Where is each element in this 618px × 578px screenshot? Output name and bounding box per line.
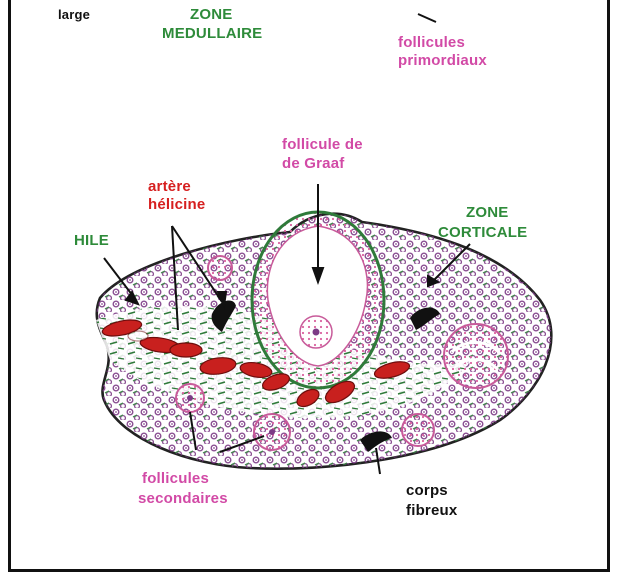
label-corps-fibreux-2: fibreux: [406, 502, 457, 519]
label-follicules-primordiaux-1: follicules: [398, 34, 465, 51]
label-follicules-primordiaux-2: primordiaux: [398, 52, 487, 69]
label-zone-medullaire-top: ZONE: [190, 6, 232, 23]
label-zone-corticale-1: ZONE: [466, 204, 508, 221]
label-zone-medullaire: MEDULLAIRE: [162, 25, 262, 42]
label-corps-fibreux-1: corps: [406, 482, 448, 499]
label-follicule-graaf-1: follicule de: [282, 136, 363, 153]
label-zone-corticale-2: CORTICALE: [438, 224, 527, 241]
label-follicules-secondaires-1: follicules: [142, 470, 209, 487]
right-follicle: [444, 324, 508, 388]
label-follicule-graaf-2: de Graaf: [282, 155, 344, 172]
label-artere-helicine-2: hélicine: [148, 196, 205, 213]
label-follicules-secondaires-2: secondaires: [138, 490, 228, 507]
label-hile: HILE: [74, 232, 109, 249]
label-artere-helicine-1: artère: [148, 178, 191, 195]
label-large: large: [58, 6, 90, 23]
